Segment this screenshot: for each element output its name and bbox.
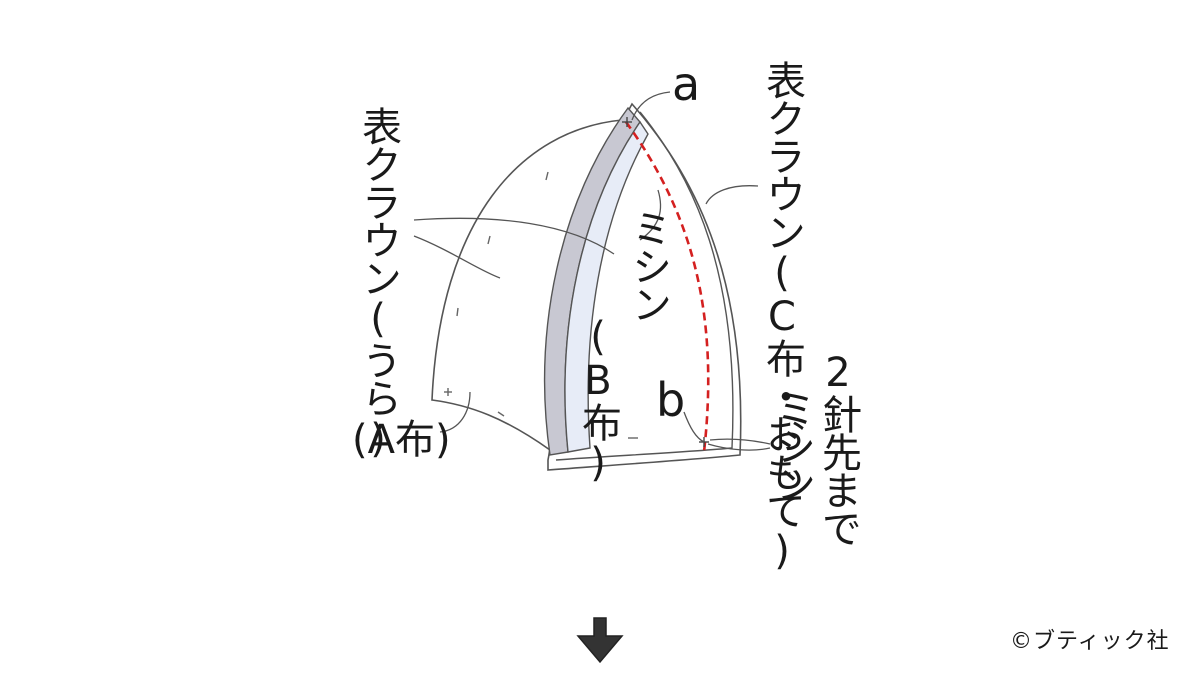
leader-two-stitches: [707, 443, 771, 451]
point-a-marker: [622, 117, 632, 127]
leader-machine-bottom: [709, 438, 771, 445]
fabric-b-strip: [564, 120, 649, 453]
arrow-down-icon: [576, 617, 624, 664]
label-machine-top: ミシン: [625, 208, 671, 322]
copyright-notice: ©ブティック社: [1010, 629, 1170, 654]
label-machine-bottom: ミシン: [769, 388, 815, 502]
stitch-line: [624, 121, 710, 453]
back-crown-ticks: [444, 171, 549, 417]
label-point-b: b: [656, 373, 686, 427]
leader-point-a: [631, 91, 671, 121]
leader-front-crown: [705, 185, 759, 205]
front-crown-inner-outline: [555, 111, 734, 461]
leader-machine-top: [639, 189, 662, 241]
label-point-a: a: [672, 57, 701, 111]
label-outer-crown-front: 表クラウン(C布・おもて): [759, 60, 805, 572]
leader-fabric-a: [439, 391, 471, 433]
label-fabric-a: (A布): [352, 417, 451, 463]
leader-point-b: [683, 411, 705, 443]
leader-back-crown-2: [413, 235, 501, 279]
label-fabric-b: (B布): [575, 314, 621, 484]
leader-back-crown-1: [413, 217, 615, 255]
label-two-stitches: 2針先まで: [815, 350, 861, 546]
label-outer-crown-back: 表クラウン(うら): [355, 106, 401, 460]
